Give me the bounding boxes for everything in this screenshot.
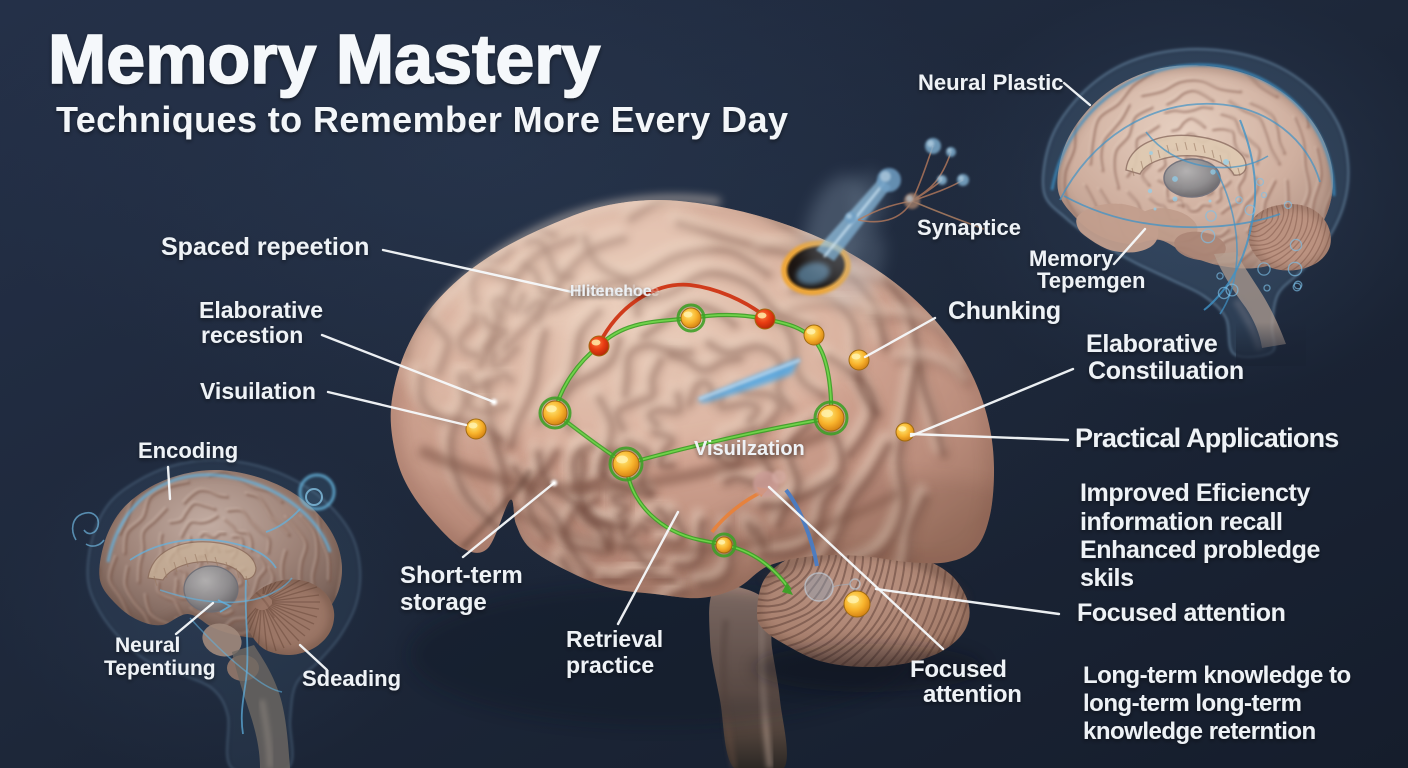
svg-text:Elaborative: Elaborative xyxy=(199,297,323,323)
svg-text:knowledge reterntion: knowledge reterntion xyxy=(1083,718,1316,745)
svg-text:Neural Plastic: Neural Plastic xyxy=(918,70,1064,95)
svg-text:recestion: recestion xyxy=(201,322,303,348)
svg-text:Improved Eficiencty: Improved Eficiencty xyxy=(1080,479,1310,507)
svg-text:Long-term knowledge to: Long-term knowledge to xyxy=(1083,662,1351,689)
svg-text:Synaptice: Synaptice xyxy=(917,215,1021,240)
svg-text:Memory Mastery: Memory Mastery xyxy=(48,20,601,98)
svg-text:Focused attention: Focused attention xyxy=(1077,599,1285,627)
svg-text:Focused: Focused xyxy=(910,656,1007,683)
svg-text:Visuilation: Visuilation xyxy=(200,378,316,404)
svg-text:Hlitenehoe: Hlitenehoe xyxy=(570,283,652,300)
svg-text:information recall: information recall xyxy=(1080,508,1283,536)
svg-text:Tepemgen: Tepemgen xyxy=(1037,268,1145,293)
svg-text:Constiluation: Constiluation xyxy=(1088,357,1244,385)
svg-text:Techniques to Remember More Ev: Techniques to Remember More Every Day xyxy=(56,99,788,140)
svg-text:skils: skils xyxy=(1080,564,1134,592)
svg-text:Tepentiung: Tepentiung xyxy=(104,657,216,680)
svg-text:long-term long-term: long-term long-term xyxy=(1083,690,1302,717)
svg-text:Enhanced probledge: Enhanced probledge xyxy=(1080,536,1321,564)
svg-text:Neural: Neural xyxy=(115,634,180,657)
svg-text:storage: storage xyxy=(400,589,487,616)
svg-text:Retrieval: Retrieval xyxy=(566,626,663,652)
svg-text:attention: attention xyxy=(923,681,1022,708)
svg-text:Visuilzation: Visuilzation xyxy=(694,438,805,460)
svg-text:Encoding: Encoding xyxy=(138,438,238,463)
svg-text:Hkitenehce: Hkitenehce xyxy=(574,283,659,300)
svg-text:Practical Applications: Practical Applications xyxy=(1075,423,1339,453)
svg-text:practice: practice xyxy=(566,652,654,678)
svg-text:Short-term: Short-term xyxy=(400,562,523,589)
svg-text:Elaborative: Elaborative xyxy=(1086,330,1218,358)
svg-text:Sdeading: Sdeading xyxy=(302,666,401,691)
svg-text:Chunking: Chunking xyxy=(948,297,1061,325)
svg-text:Memory: Memory xyxy=(1029,246,1114,271)
svg-text:Spaced repeetion: Spaced repeetion xyxy=(161,233,369,261)
